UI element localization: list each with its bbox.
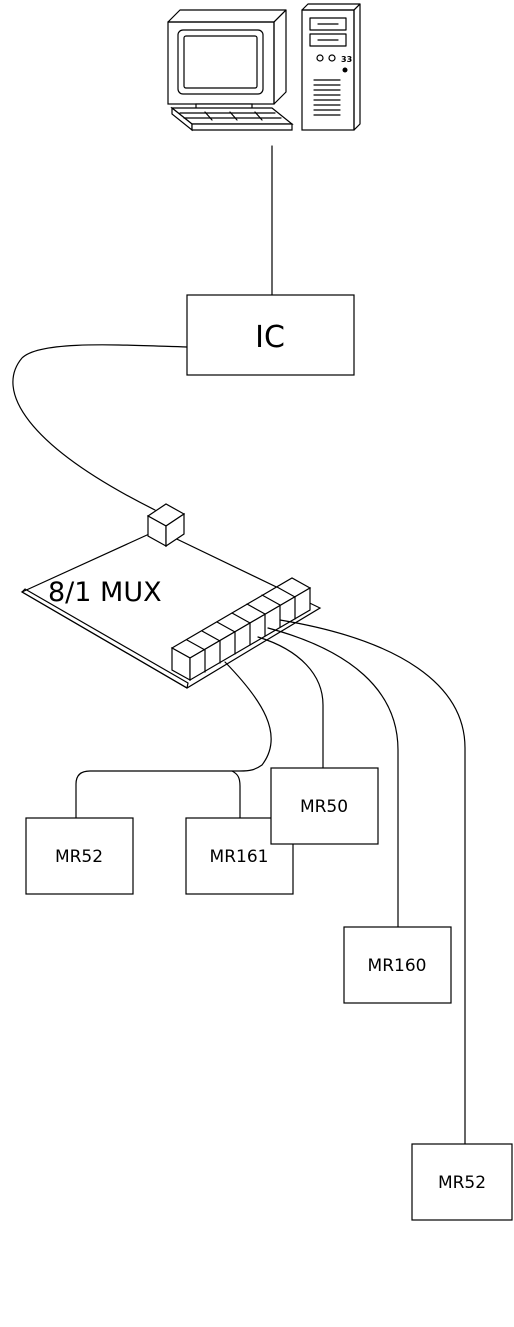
keyboard-icon [170,106,294,132]
device-label: MR160 [368,956,427,976]
ic-box: IC [186,294,355,376]
cable-branch-mr161 [231,770,241,819]
ic-mux-cable [12,344,188,511]
ic-label: IC [255,320,285,355]
device-label: MR161 [210,847,269,867]
mux-board: 8/1 MUX [20,503,322,689]
device-label: MR52 [55,847,103,867]
device-label: MR50 [300,797,348,817]
device-box-mr160: MR160 [343,926,452,1004]
computer-icon: 33 [167,3,361,132]
tower-badge: 33 [341,55,352,64]
device-box-mr50: MR50 [270,767,379,845]
mux-output-ports [170,577,312,682]
cable-to-mr50 [257,636,324,769]
tower-icon: 33 [301,3,361,131]
cable-to-mr52-far [279,619,466,1145]
cable-to-mr160 [267,627,399,928]
monitor-icon [167,9,287,113]
mux-input-port [146,503,186,548]
cable-to-mr52-mr161 [75,661,272,819]
device-label: MR52 [438,1173,486,1193]
mux-label: 8/1 MUX [48,577,162,608]
device-box-mr52-far: MR52 [411,1143,513,1221]
device-box-mr52: MR52 [25,817,134,895]
